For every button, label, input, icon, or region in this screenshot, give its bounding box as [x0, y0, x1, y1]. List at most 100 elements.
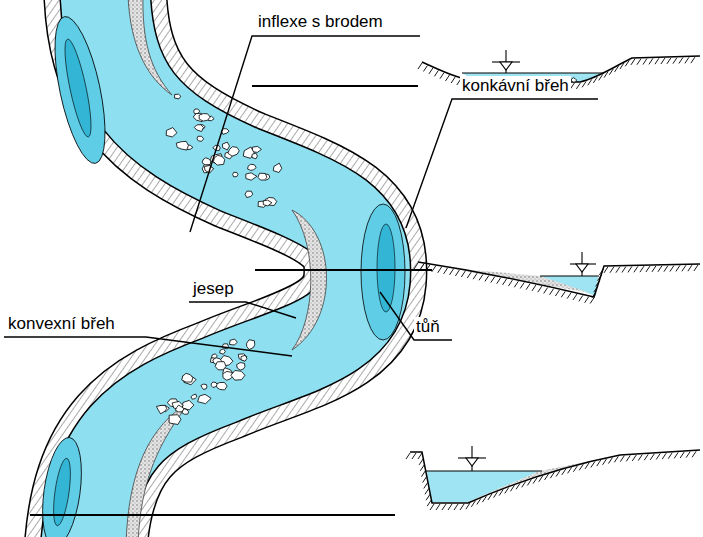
- ground-hatch: [626, 455, 630, 461]
- ground-hatch: [620, 63, 624, 69]
- ground-hatch: [609, 69, 613, 75]
- ground-hatch: [616, 267, 620, 273]
- ground-hatch: [604, 267, 608, 273]
- gravel-stone: [182, 409, 188, 415]
- ground-hatch: [579, 464, 583, 470]
- ground-hatch: [686, 452, 690, 458]
- ground-hatch: [455, 270, 459, 276]
- ground-hatch: [505, 487, 509, 493]
- part-label: konvexní břeh: [6, 314, 117, 334]
- ground-hatch: [614, 456, 618, 462]
- ground-hatch: [499, 490, 503, 496]
- ground-hatch: [446, 75, 450, 81]
- ground-hatch: [634, 266, 638, 272]
- ground-hatch: [544, 287, 548, 293]
- ground-hatch: [691, 57, 695, 63]
- gravel: [156, 94, 281, 424]
- gravel-stone: [194, 109, 200, 114]
- ground-hatch: [644, 454, 648, 460]
- ground-hatch: [550, 289, 554, 295]
- ground-hatch: [598, 275, 602, 281]
- ground-hatch: [679, 58, 683, 64]
- gravel-stone: [169, 415, 181, 425]
- ground-hatch: [596, 280, 600, 286]
- ground-hatch: [593, 77, 597, 83]
- ground-hatch: [608, 458, 612, 464]
- gravel-stone: [198, 394, 212, 403]
- gravel-stone: [211, 354, 217, 358]
- gravel-stone: [156, 405, 166, 413]
- gravel-stone: [197, 136, 204, 141]
- gravel-stone: [229, 339, 237, 345]
- ground-hatch: [482, 496, 486, 502]
- gravel-stone: [213, 155, 224, 165]
- ground-hatch: [568, 467, 572, 473]
- gravel-stone: [201, 384, 207, 389]
- ground-hatch: [448, 504, 452, 510]
- ground-hatch: [576, 83, 580, 89]
- ground-hatch: [514, 281, 518, 287]
- ground-hatch: [579, 295, 583, 301]
- ground-hatch: [643, 59, 647, 65]
- ground-hatch: [599, 74, 603, 80]
- part-label: tůň: [414, 317, 442, 337]
- ground-hatch: [466, 503, 470, 509]
- ground-hatch: [426, 494, 430, 500]
- ground-hatch: [567, 293, 571, 299]
- ground-hatch: [597, 460, 601, 466]
- ground-hatch: [423, 65, 427, 71]
- ground-hatch: [526, 284, 530, 290]
- ground-hatch: [432, 266, 436, 272]
- ground-hatch: [561, 291, 565, 297]
- ground-hatch: [658, 266, 662, 272]
- gravel-stone: [233, 172, 238, 177]
- gravel-stone: [252, 153, 257, 159]
- gravel-stone: [182, 373, 193, 382]
- ground-hatch: [539, 476, 543, 482]
- gravel-stone: [175, 94, 181, 99]
- gravel-stone: [166, 128, 177, 137]
- ground-hatch: [460, 504, 464, 510]
- ground-hatch: [662, 453, 666, 459]
- ground-hatch: [599, 269, 603, 275]
- ground-hatch: [622, 267, 626, 273]
- ground-hatch: [656, 453, 660, 459]
- ground-hatch: [520, 282, 524, 288]
- ground-hatch: [467, 272, 471, 278]
- gravel-stone: [237, 363, 245, 370]
- ground-hatch: [632, 455, 636, 461]
- ground-hatch: [412, 453, 416, 459]
- gravel-stone: [273, 163, 282, 172]
- ground-hatch: [421, 471, 425, 477]
- ground-hatch: [429, 68, 433, 74]
- ground-hatch: [588, 79, 592, 85]
- ground-hatch: [434, 70, 438, 76]
- gravel-stone: [238, 354, 247, 361]
- ground-hatch: [488, 494, 492, 500]
- ground-hatch: [628, 266, 632, 272]
- ground-hatch: [420, 264, 424, 270]
- ground-hatch: [680, 452, 684, 458]
- ground-hatch: [685, 57, 689, 63]
- ground-hatch: [625, 60, 629, 66]
- ground-hatch: [676, 265, 680, 271]
- ground-hatch: [406, 453, 410, 459]
- ground-hatch: [444, 268, 448, 274]
- ground-hatch: [424, 482, 428, 488]
- gravel-stone: [199, 114, 210, 121]
- ground-hatch: [646, 266, 650, 272]
- ground-hatch: [423, 477, 427, 483]
- ground-hatch: [418, 63, 422, 69]
- ground-hatch: [516, 483, 520, 489]
- ground-hatch: [670, 266, 674, 272]
- ground-hatch: [692, 451, 696, 457]
- gravel-stone: [176, 141, 188, 150]
- gravel-stone: [258, 173, 267, 180]
- cross-sections: [406, 50, 700, 510]
- ground-hatch: [585, 463, 589, 469]
- ground-hatch: [508, 280, 512, 286]
- ground-hatch: [594, 286, 598, 292]
- gravel-stone: [241, 355, 247, 361]
- ground-hatch: [419, 459, 423, 465]
